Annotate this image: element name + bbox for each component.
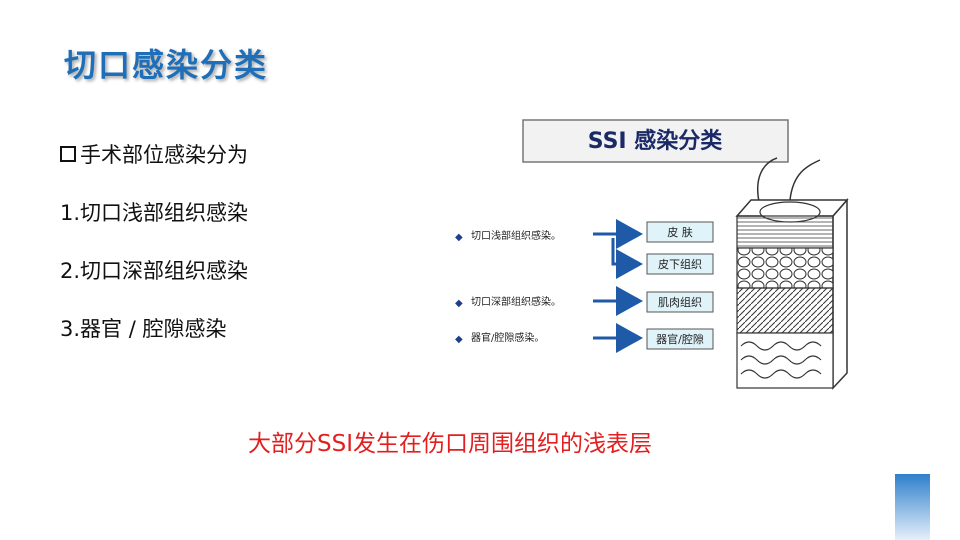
layer-label: 肌肉组织 [658, 295, 702, 309]
layer-box [646, 253, 714, 275]
tissue-block-illustration [735, 157, 849, 390]
ssi-classification-figure: SSI 感染分类 ◆ 切口浅部组织感染。 ◆ 切口深部组织感染。 ◆ 器官/腔隙… [415, 88, 877, 406]
figure-header-box [522, 119, 789, 163]
diamond-icon: ◆ [455, 334, 463, 345]
diamond-icon: ◆ [455, 298, 463, 309]
bullet-item: 3.器官 / 腔隙感染 [60, 317, 227, 341]
bullet-intro-text: 手术部位感染分为 [80, 143, 248, 167]
category-label: 切口浅部组织感染。 [471, 229, 561, 242]
slide-title: 切口感染分类 [64, 46, 269, 84]
bullet-item: 2.切口深部组织感染 [60, 259, 249, 283]
category-label: 器官/腔隙感染。 [471, 331, 544, 344]
figure-header: SSI 感染分类 [588, 128, 724, 154]
diamond-icon: ◆ [455, 232, 463, 243]
corner-decoration [895, 474, 930, 540]
category-label: 切口深部组织感染。 [471, 295, 561, 308]
layer-label: 皮 肤 [667, 225, 693, 239]
bullet-list: 手术部位感染分为 1.切口浅部组织感染 2.切口深部组织感染 3.器官 / 腔隙… [60, 135, 248, 367]
layer-box [646, 328, 714, 350]
layer-label: 皮下组织 [658, 257, 702, 271]
bullet-item: 1.切口浅部组织感染 [60, 201, 249, 225]
bullet-intro: 手术部位感染分为 [60, 135, 248, 193]
highlight-note: 大部分SSI发生在伤口周围组织的浅表层 [248, 431, 652, 457]
square-bullet-icon [60, 146, 76, 162]
arrow-icon [611, 238, 643, 279]
layer-box [646, 291, 714, 313]
layer-label: 器官/腔隙 [656, 332, 704, 346]
layer-box [646, 221, 714, 243]
